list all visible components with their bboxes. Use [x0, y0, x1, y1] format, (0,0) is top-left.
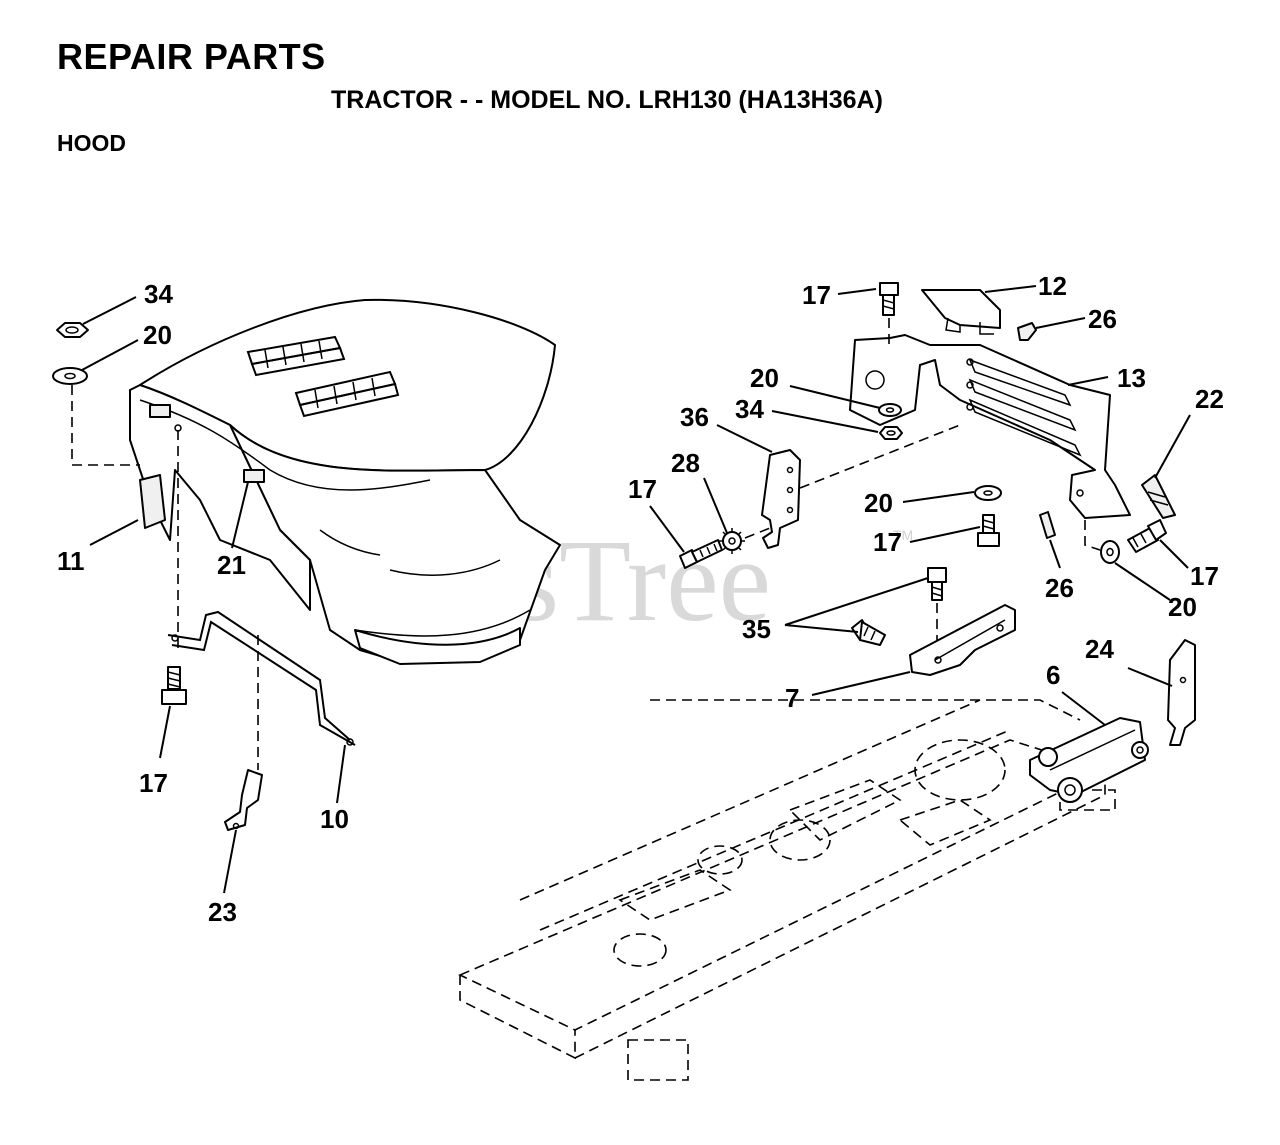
callout-leaders	[81, 285, 1191, 894]
callout-34-left: 34	[144, 279, 173, 309]
part-20-washer-left	[52, 367, 88, 385]
callout-13: 13	[1117, 363, 1146, 393]
callout-17-top: 17	[802, 280, 831, 310]
callout-11: 11	[57, 546, 85, 576]
part-13-grille	[849, 334, 1131, 519]
part-35-bolt-upper	[927, 567, 947, 601]
callout-7: 7	[785, 683, 799, 713]
page-title: REPAIR PARTS	[57, 36, 326, 77]
callout-17-right: 17	[1190, 561, 1219, 591]
callout-17-mid-left: 17	[628, 474, 657, 504]
callout-21: 21	[217, 550, 246, 580]
part-17-bolt-center	[977, 514, 1000, 547]
callout-6: 6	[1046, 660, 1060, 690]
callout-28: 28	[671, 448, 700, 478]
callout-26-top: 26	[1088, 304, 1117, 334]
part-26-clip-top	[1017, 322, 1037, 341]
callout-12: 12	[1038, 271, 1067, 301]
part-36-bracket	[761, 449, 801, 549]
callout-17-center: 17	[873, 527, 902, 557]
callout-23: 23	[208, 897, 237, 927]
callout-17-left: 17	[139, 768, 168, 798]
part-10-hood-rod	[167, 610, 351, 741]
section-heading: HOOD	[57, 130, 126, 156]
callout-24: 24	[1085, 634, 1114, 664]
part-17-bolt-right	[1127, 519, 1167, 553]
part-34-nut-left	[56, 322, 89, 338]
part-6-axle-support	[1029, 717, 1149, 803]
chassis-frame	[458, 699, 1116, 1081]
callout-20-left: 20	[143, 320, 172, 350]
model-subtitle: TRACTOR - - MODEL NO. LRH130 (HA13H36A)	[331, 86, 883, 114]
part-20-washer-center	[878, 403, 902, 417]
callout-20-far-right: 20	[1168, 592, 1197, 622]
part-28-star-washer	[719, 528, 745, 554]
callout-20-center: 20	[750, 363, 779, 393]
part-23-bracket	[224, 769, 263, 831]
part-11-bumper	[139, 474, 166, 529]
part-26-clip-bottom	[1039, 511, 1056, 539]
watermark-trademark: TM	[893, 527, 913, 543]
callout-26-bottom: 26	[1045, 573, 1074, 603]
part-24-bracket	[1167, 639, 1196, 746]
callout-35: 35	[742, 614, 771, 644]
hood-shell	[129, 298, 561, 665]
part-12-plate	[921, 289, 1001, 329]
hood-vents	[246, 335, 400, 418]
part-35-bolt-lower	[851, 619, 886, 646]
part-34-nut-center	[879, 426, 903, 440]
part-20-washer-far-right	[1100, 540, 1120, 564]
part-17-bolt-left	[161, 666, 187, 705]
callout-20-right: 20	[864, 488, 893, 518]
part-17-bolt-top	[879, 282, 899, 316]
part-7-bracket	[909, 604, 1016, 676]
part-20-washer-right	[974, 485, 1002, 501]
part-17-bolt-mid-left	[679, 539, 723, 569]
callout-labels: 34 20 11 21 17 10 23 17 12 26 13 22 20 3…	[57, 271, 1224, 927]
callout-34-center: 34	[735, 394, 764, 424]
part-22-panel	[1141, 474, 1176, 519]
callout-10: 10	[320, 804, 349, 834]
callout-22: 22	[1195, 384, 1224, 414]
callout-36: 36	[680, 402, 709, 432]
